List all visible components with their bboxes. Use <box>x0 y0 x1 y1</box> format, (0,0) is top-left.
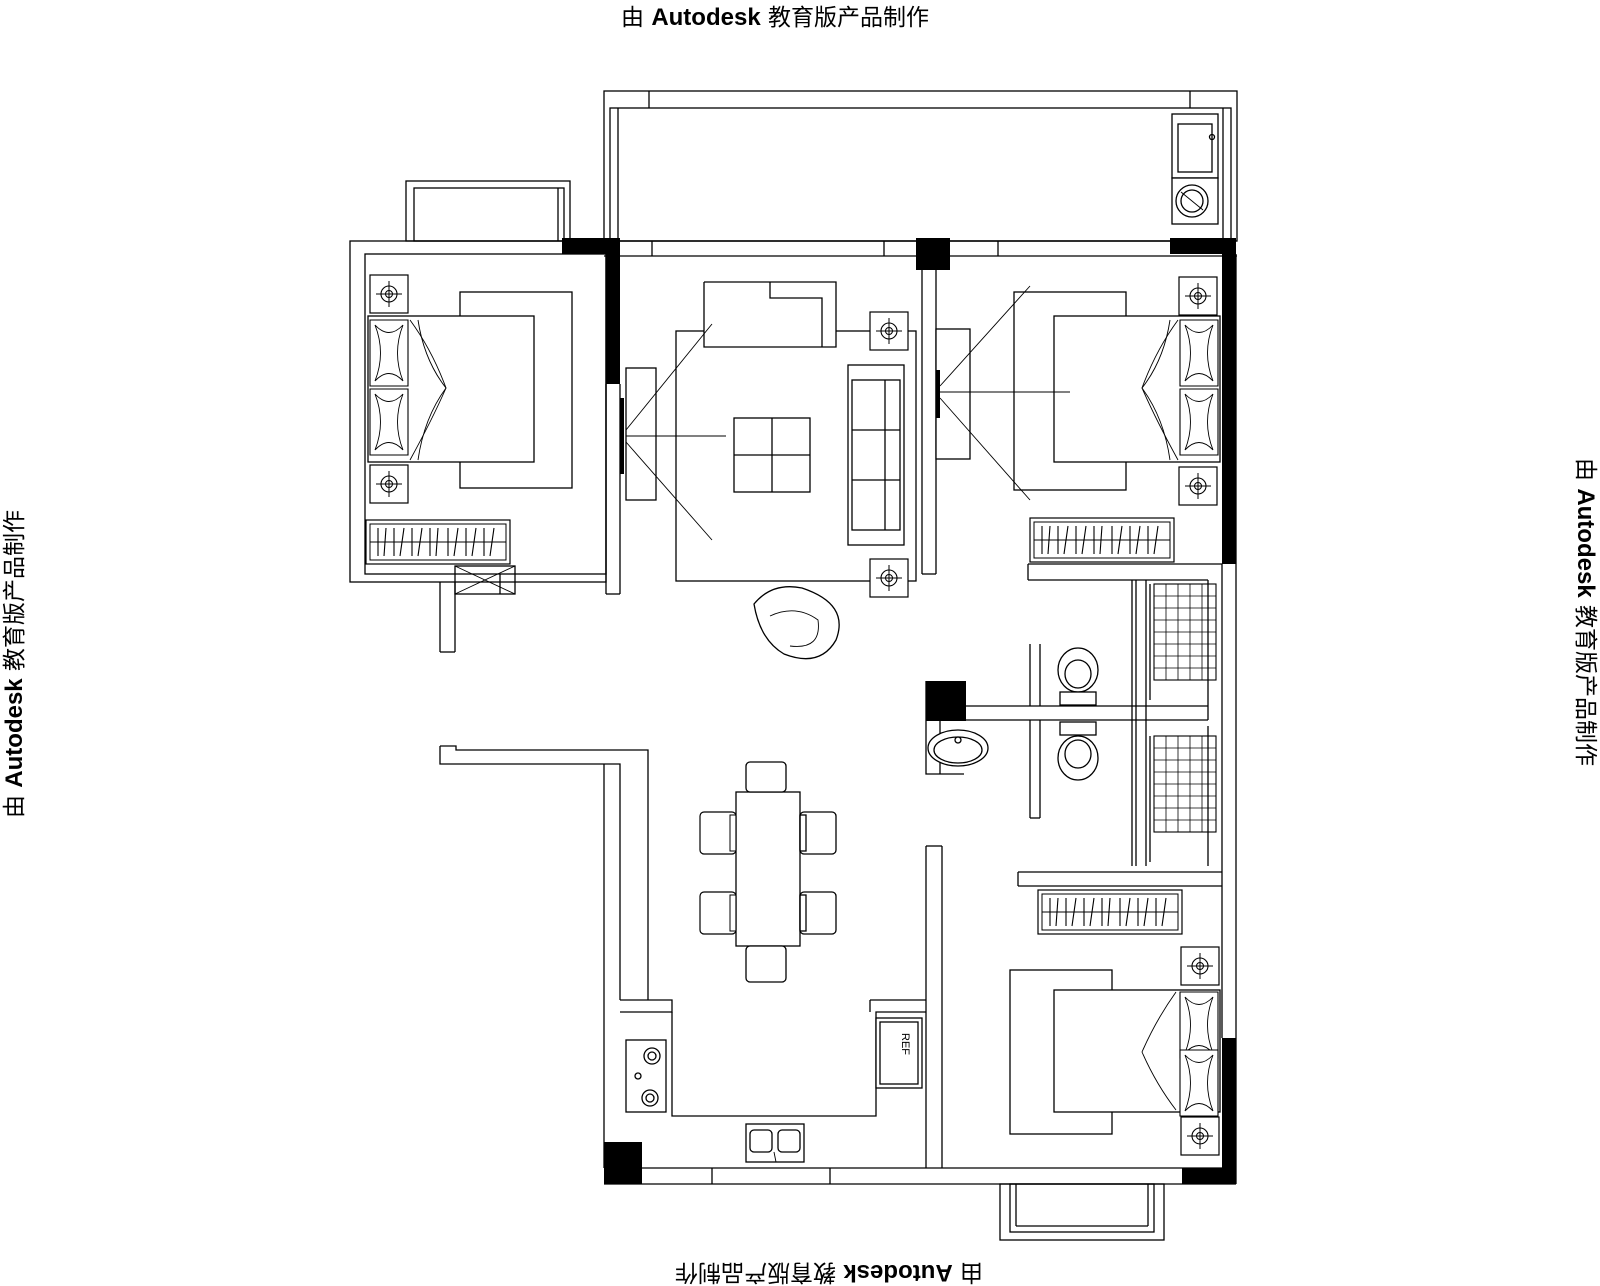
bathrooms <box>927 583 1217 862</box>
balcony-laundry <box>1171 113 1219 225</box>
watermark-prefix: 由 <box>621 5 644 31</box>
bedroom-left <box>365 274 573 565</box>
watermark-suffix: 教育版产品制作 <box>767 5 929 31</box>
interior-walls <box>605 270 1222 1168</box>
bedroom-right <box>935 276 1221 563</box>
kitchen: REF <box>620 999 926 1163</box>
fridge-label: REF <box>899 1033 911 1055</box>
bedroom-lower <box>1009 889 1221 1156</box>
watermark-brand: Autodesk <box>651 4 761 31</box>
exterior-walls <box>349 90 1238 1241</box>
watermark-top: 由 Autodesk 教育版产品制作 <box>621 6 929 30</box>
living-room <box>620 281 917 660</box>
dining-area <box>699 761 837 983</box>
